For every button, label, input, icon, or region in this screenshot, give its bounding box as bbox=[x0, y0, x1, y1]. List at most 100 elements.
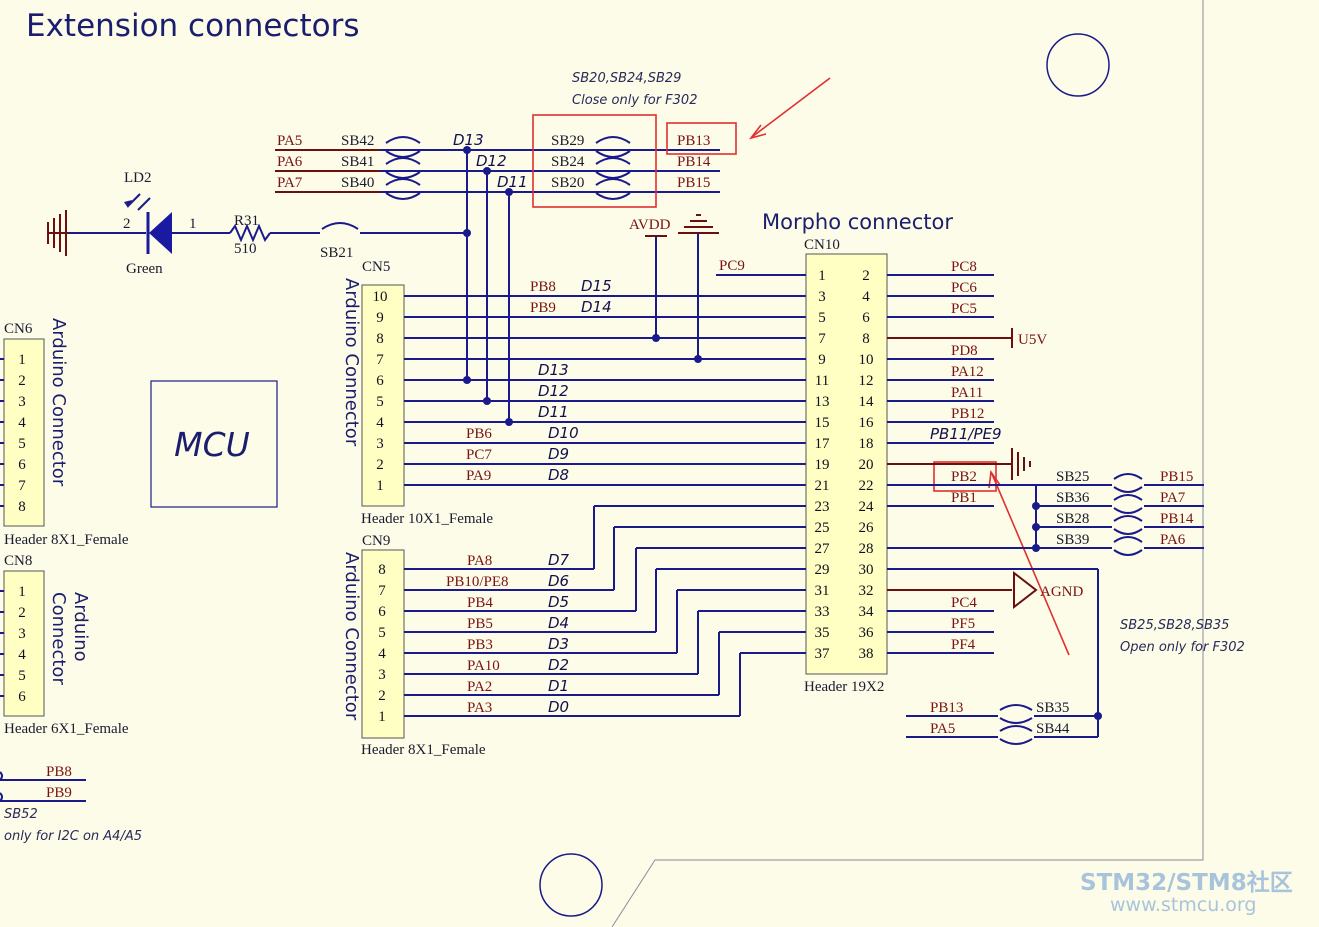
cn10-right-net: PB11/PE9 bbox=[930, 425, 1002, 443]
cn5-pin-dlabel: D14 bbox=[581, 298, 612, 316]
cn9-ref: CN9 bbox=[362, 533, 390, 549]
cn10-pin-left: 23 bbox=[815, 499, 830, 515]
right-sb-arc-bottom bbox=[1113, 549, 1143, 556]
right-sb-net: PB14 bbox=[1160, 511, 1194, 527]
cn6-pin-number: 2 bbox=[18, 373, 26, 389]
cn5-pin-number: 5 bbox=[376, 394, 384, 410]
top-row1-net: PA5 bbox=[277, 133, 302, 149]
cn9-pin-dlabel: D3 bbox=[548, 635, 569, 653]
cn9-pin-number: 4 bbox=[378, 646, 386, 662]
avdd-symbol bbox=[645, 235, 667, 342]
cn10-right-net: PC5 bbox=[951, 301, 977, 317]
top-row1-sb2: SB29 bbox=[551, 133, 584, 149]
cn6-ref: CN6 bbox=[4, 321, 33, 337]
cn5-pin-number: 3 bbox=[376, 436, 384, 452]
cn5-pin-net: PB9 bbox=[530, 300, 556, 316]
cn9-pin-number: 5 bbox=[378, 625, 386, 641]
cn10-pin-right: 14 bbox=[859, 394, 875, 410]
u5v-label: U5V bbox=[1018, 332, 1047, 348]
cn10-pin-left: 35 bbox=[815, 625, 830, 641]
right-sb-net: PA6 bbox=[1160, 532, 1186, 548]
cn5-pin-dlabel: D8 bbox=[548, 466, 569, 484]
cn10-right-net: PB1 bbox=[951, 490, 977, 506]
cn10-pin-left: 13 bbox=[815, 394, 830, 410]
cn10-right-net: PF5 bbox=[951, 616, 975, 632]
bottom-sb-label: SB35 bbox=[1036, 700, 1069, 716]
cn10-right-net: PC6 bbox=[951, 280, 977, 296]
cn10-pin-left: 5 bbox=[818, 310, 826, 326]
cn9-pin-dlabel: D2 bbox=[548, 656, 569, 674]
right-sb-label: SB39 bbox=[1056, 532, 1089, 548]
cn9-pin-number: 1 bbox=[378, 709, 386, 725]
cn10-pin-right: 30 bbox=[859, 562, 874, 578]
cn10-pin-left: 1 bbox=[818, 268, 826, 284]
led-ref: LD2 bbox=[124, 170, 152, 186]
cn5-pin-number: 8 bbox=[376, 331, 384, 347]
ground-symbol-top bbox=[678, 214, 719, 363]
mounting-hole-bottom bbox=[539, 853, 603, 917]
note-bottom-line1: SB52 bbox=[4, 807, 38, 822]
bottom-left-net-2: PB9 bbox=[46, 785, 72, 801]
cn9-pin-dlabel: D5 bbox=[548, 593, 569, 611]
watermark-brand: STM32/STM8社区 bbox=[1080, 869, 1293, 896]
cn5-pin-number: 10 bbox=[373, 289, 388, 305]
top-row1-sb1: SB42 bbox=[341, 133, 374, 149]
highlight-box-pb2 bbox=[933, 461, 997, 492]
cn5-side-label: Arduino Connector bbox=[341, 278, 362, 447]
bottom-sb-arc-bottom bbox=[999, 738, 1033, 745]
cn10-pin-right: 32 bbox=[859, 583, 874, 599]
cn8-side-label-2: Connector bbox=[48, 592, 69, 685]
cn9-side-label: Arduino Connector bbox=[341, 552, 362, 721]
cn8-body bbox=[3, 570, 45, 717]
cn9-pin-net: PB3 bbox=[467, 637, 493, 653]
cn9-pin-net: PB5 bbox=[467, 616, 493, 632]
cn10-pin-right: 26 bbox=[859, 520, 875, 536]
cn9-pin-dlabel: D0 bbox=[548, 698, 569, 716]
cn10-pin-left: 33 bbox=[815, 604, 830, 620]
cn10-pin-right: 34 bbox=[859, 604, 875, 620]
cn5-footprint: Header 10X1_Female bbox=[361, 511, 493, 527]
cn9-pin-net: PA2 bbox=[467, 679, 492, 695]
note-right-line1: SB25,SB28,SB35 bbox=[1120, 618, 1229, 633]
resistor-value: 510 bbox=[234, 241, 257, 257]
cn10-pin-right: 36 bbox=[859, 625, 875, 641]
bottom-sb-net: PA5 bbox=[930, 721, 955, 737]
cn5-pin-number: 4 bbox=[376, 415, 384, 431]
top-row2-net: PA6 bbox=[277, 154, 303, 170]
top-row3-net: PA7 bbox=[277, 175, 303, 191]
highlight-box-sb-group bbox=[532, 114, 657, 208]
top-row2-pb: PB14 bbox=[677, 154, 711, 170]
cn10-pin-left: 11 bbox=[815, 373, 829, 389]
cn9-pin-net: PA3 bbox=[467, 700, 492, 716]
cn9-pin-net: PB10/PE8 bbox=[446, 574, 509, 590]
cn8-pin-number: 5 bbox=[18, 668, 26, 684]
cn8-footprint: Header 6X1_Female bbox=[4, 721, 129, 737]
cn8-ref: CN8 bbox=[4, 553, 32, 569]
right-sb-label: SB28 bbox=[1056, 511, 1089, 527]
bottom-left-nets bbox=[0, 771, 86, 802]
top-row2-sb2: SB24 bbox=[551, 154, 585, 170]
right-sb-arc-bottom bbox=[1113, 528, 1143, 535]
cn10-right-net: PA11 bbox=[951, 385, 983, 401]
cn5-pin-number: 7 bbox=[376, 352, 384, 368]
cn10-pin-right: 4 bbox=[862, 289, 870, 305]
cn6-pin-number: 4 bbox=[18, 415, 26, 431]
red-arrow-right bbox=[988, 469, 1070, 656]
top-row3-d: D11 bbox=[497, 173, 528, 191]
cn8-side-label-1: Arduino bbox=[70, 592, 91, 662]
cn10-pin-left: 29 bbox=[815, 562, 830, 578]
cn10-pin-left: 3 bbox=[818, 289, 826, 305]
bottom-sb-arc-bottom bbox=[999, 717, 1033, 724]
bottom-left-net-1: PB8 bbox=[46, 764, 72, 780]
cn5-pin-dlabel: D10 bbox=[548, 424, 579, 442]
top-row3-sb2: SB20 bbox=[551, 175, 584, 191]
agnd-label: AGND bbox=[1040, 584, 1083, 600]
cn10-right-net: PC8 bbox=[951, 259, 977, 275]
resistor-ref: R31 bbox=[234, 213, 259, 229]
cn10-extra-wiring bbox=[404, 328, 1102, 737]
top-row1-d: D13 bbox=[453, 131, 484, 149]
